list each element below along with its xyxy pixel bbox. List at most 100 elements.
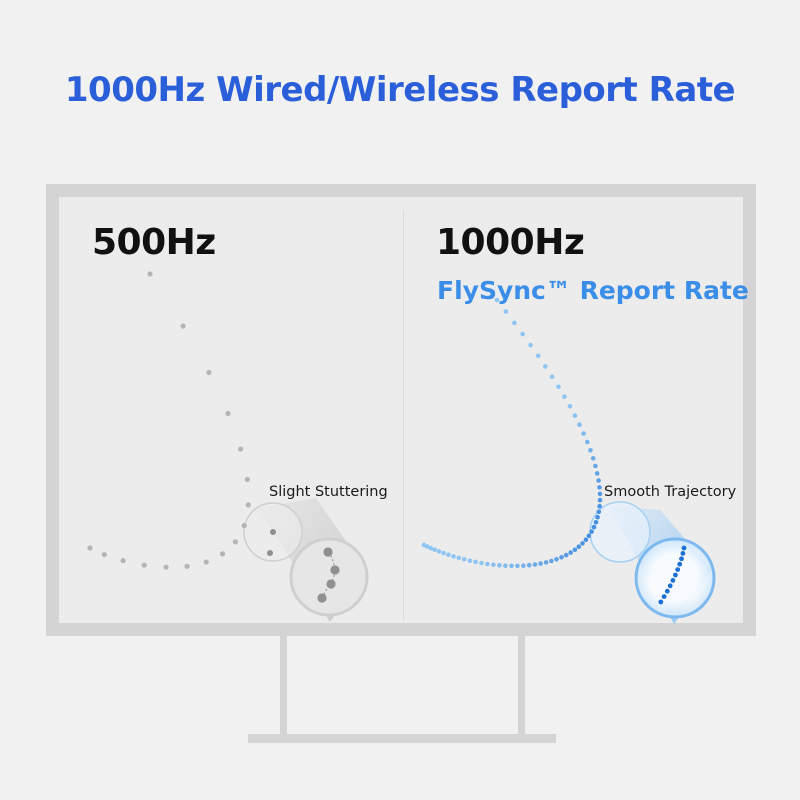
left-callout-label: Slight Stuttering — [269, 484, 388, 500]
gray-dot — [225, 410, 231, 417]
blue-magnified-dot — [679, 556, 684, 562]
gray-dot — [238, 446, 244, 452]
gray-lens-dot — [270, 529, 276, 535]
blue-magnified-dot — [681, 545, 687, 551]
blue-dot — [512, 320, 517, 326]
blue-dot — [594, 471, 600, 476]
left-panel-title: 500Hz — [92, 222, 216, 263]
blue-dot — [586, 533, 592, 539]
gray-dot — [244, 476, 250, 483]
gray-magnified-dot — [330, 565, 340, 575]
blue-dot — [432, 547, 438, 552]
blue-dot — [549, 374, 555, 380]
blue-dot — [567, 404, 573, 409]
blue-dot — [503, 563, 508, 568]
right-magnifier — [589, 501, 716, 624]
gray-dot — [141, 562, 147, 568]
right-callout-label: Smooth Trajectory — [604, 484, 737, 500]
screen-divider — [403, 210, 404, 620]
gray-dot — [120, 558, 126, 564]
blue-dot — [428, 545, 434, 551]
blue-dot — [581, 431, 586, 436]
blue-dot — [556, 384, 561, 390]
blue-dot — [591, 524, 597, 530]
blue-dot — [491, 562, 496, 567]
blue-dot — [451, 554, 456, 559]
blue-dot — [589, 529, 594, 534]
blue-dot — [436, 549, 442, 554]
blue-dot — [577, 422, 582, 428]
blue-dot — [583, 537, 589, 542]
blue-magnified-dot — [658, 599, 664, 605]
blue-magnified-dot — [670, 578, 676, 583]
blue-magnified-dot — [673, 572, 678, 578]
gray-dot — [241, 523, 247, 529]
blue-dot — [562, 394, 567, 400]
blue-dot — [520, 331, 525, 337]
right-magnifier-large-lens — [634, 537, 716, 619]
blue-dot — [568, 550, 573, 555]
blue-dot — [535, 353, 541, 359]
blue-dot — [549, 558, 554, 564]
gray-dot — [232, 539, 238, 545]
gray-magnified-dot — [317, 593, 327, 603]
blue-dot — [595, 514, 600, 520]
blue-dot — [585, 439, 590, 445]
blue-dot — [554, 557, 559, 562]
blue-dot — [559, 555, 564, 560]
monitor-screen — [46, 184, 756, 636]
right-panel-subtitle: FlySync™ Report Rate — [437, 276, 749, 305]
gray-dot — [180, 323, 186, 329]
blue-magnified-dot — [664, 588, 670, 594]
blue-dot — [446, 552, 451, 557]
blue-dot — [532, 562, 538, 567]
gray-magnified-dots — [267, 529, 340, 603]
blue-dot — [497, 563, 502, 568]
blue-dot — [485, 561, 490, 567]
gray-dot — [245, 502, 251, 508]
blue-dot — [473, 559, 478, 565]
gray-dot — [219, 551, 226, 557]
blue-dot — [576, 544, 582, 549]
gray-magnified-dot — [326, 579, 336, 589]
blue-dot — [588, 448, 593, 453]
blue-dot — [563, 552, 569, 558]
monitor-stand-base — [248, 734, 556, 743]
blue-magnified-dot — [675, 567, 681, 572]
blue-magnified-dot — [677, 561, 683, 567]
blue-dot — [467, 558, 473, 563]
blue-dot — [521, 563, 526, 568]
blue-dot — [538, 561, 543, 566]
blue-dot — [441, 550, 446, 556]
blue-dot — [590, 456, 596, 461]
left-magnifier — [243, 498, 369, 622]
blue-dot-trajectory — [421, 297, 603, 569]
blue-dot — [456, 555, 462, 561]
right-panel-title: 1000Hz — [436, 222, 585, 263]
blue-dot — [593, 520, 599, 525]
left-magnifier-large-lens — [289, 537, 369, 617]
page-headline: 1000Hz Wired/Wireless Report Rate — [64, 70, 736, 110]
blue-magnified-dot — [680, 551, 686, 556]
blue-dot — [515, 563, 520, 569]
gray-dot-trajectory — [87, 271, 251, 570]
blue-dot — [597, 491, 603, 497]
gray-dot — [206, 369, 212, 376]
blue-dot — [421, 542, 427, 548]
blue-dot — [597, 503, 602, 509]
blue-dot — [580, 541, 585, 546]
blue-dot — [596, 509, 602, 515]
blue-dot — [597, 485, 602, 490]
blue-dot — [526, 562, 532, 568]
gray-magnified-dot — [323, 547, 333, 557]
blue-dot — [597, 497, 603, 503]
blue-magnified-dots — [658, 545, 687, 605]
gray-dot — [87, 545, 93, 551]
blue-dot — [572, 413, 578, 418]
gray-lens-dot — [267, 550, 273, 556]
blue-dot — [461, 557, 467, 562]
blue-dot — [528, 342, 533, 348]
gray-dot — [101, 552, 107, 558]
blue-magnified-dot — [667, 583, 673, 589]
